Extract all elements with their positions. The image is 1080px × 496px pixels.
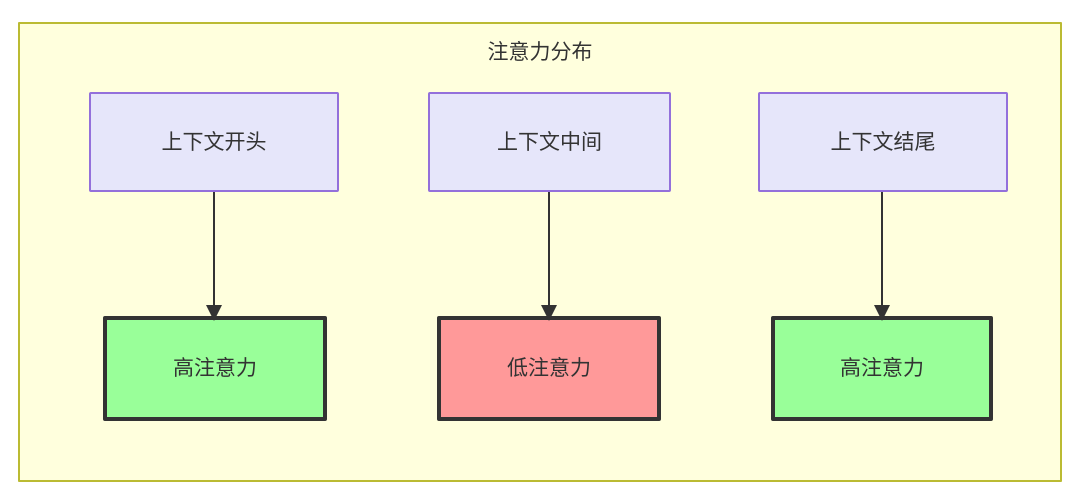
- node-context-middle[interactable]: 上下文中间: [428, 92, 671, 192]
- node-high-attention-beginning-label: 高注意力: [173, 357, 257, 380]
- node-high-attention-beginning[interactable]: 高注意力: [103, 316, 327, 421]
- node-context-beginning[interactable]: 上下文开头: [89, 92, 339, 192]
- node-context-middle-label: 上下文中间: [497, 130, 602, 154]
- node-high-attention-end-label: 高注意力: [840, 357, 924, 380]
- node-low-attention-middle[interactable]: 低注意力: [437, 316, 661, 421]
- node-high-attention-end[interactable]: 高注意力: [771, 316, 993, 421]
- diagram-title: 注意力分布: [487, 41, 593, 64]
- node-context-end[interactable]: 上下文结尾: [758, 92, 1008, 192]
- node-context-end-label: 上下文结尾: [830, 130, 936, 154]
- node-context-beginning-label: 上下文开头: [161, 130, 267, 154]
- node-low-attention-middle-label: 低注意力: [507, 357, 591, 380]
